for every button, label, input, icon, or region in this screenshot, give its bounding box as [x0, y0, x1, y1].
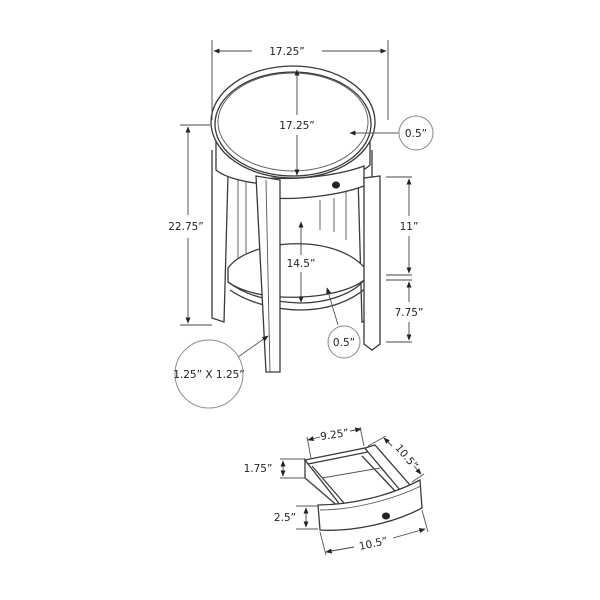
top-thickness-label: 0.5”	[405, 128, 427, 140]
drawer-illustration	[303, 444, 423, 531]
shelf-to-floor-label: 7.75”	[395, 307, 424, 319]
back-left-leg	[211, 150, 229, 323]
drawer-inner-width-label: 9.25”	[319, 427, 349, 443]
leg-size-label: 1.25” X 1.25”	[173, 369, 245, 381]
drawer-front-height-label: 2.5”	[274, 512, 296, 524]
tabletop	[210, 65, 376, 179]
table-illustration	[210, 65, 381, 373]
leg-size-callout	[174, 339, 244, 409]
apron-to-shelf-label: 11”	[400, 221, 419, 233]
lower-shelf	[227, 243, 369, 298]
shelf-thickness-label: 0.5”	[333, 337, 355, 349]
shelf-thickness-callout	[327, 325, 361, 359]
shelf-depth-label: 14.5”	[287, 258, 316, 270]
top-thickness-callout	[398, 115, 434, 151]
overall-height-label: 22.75”	[168, 221, 204, 233]
drawer-front-panel	[317, 478, 423, 531]
drawer-knob-icon	[382, 512, 390, 520]
overall-width-label: 17.25”	[269, 46, 305, 58]
front-right-leg	[363, 175, 381, 351]
drawer-knob-icon	[332, 181, 340, 189]
drawer-depth-label: 10.5”	[392, 442, 420, 472]
drawer-side-height-label: 1.75”	[244, 463, 273, 475]
drawer-front-width-label: 10.5”	[358, 535, 389, 553]
top-depth-label: 17.25”	[279, 120, 315, 132]
